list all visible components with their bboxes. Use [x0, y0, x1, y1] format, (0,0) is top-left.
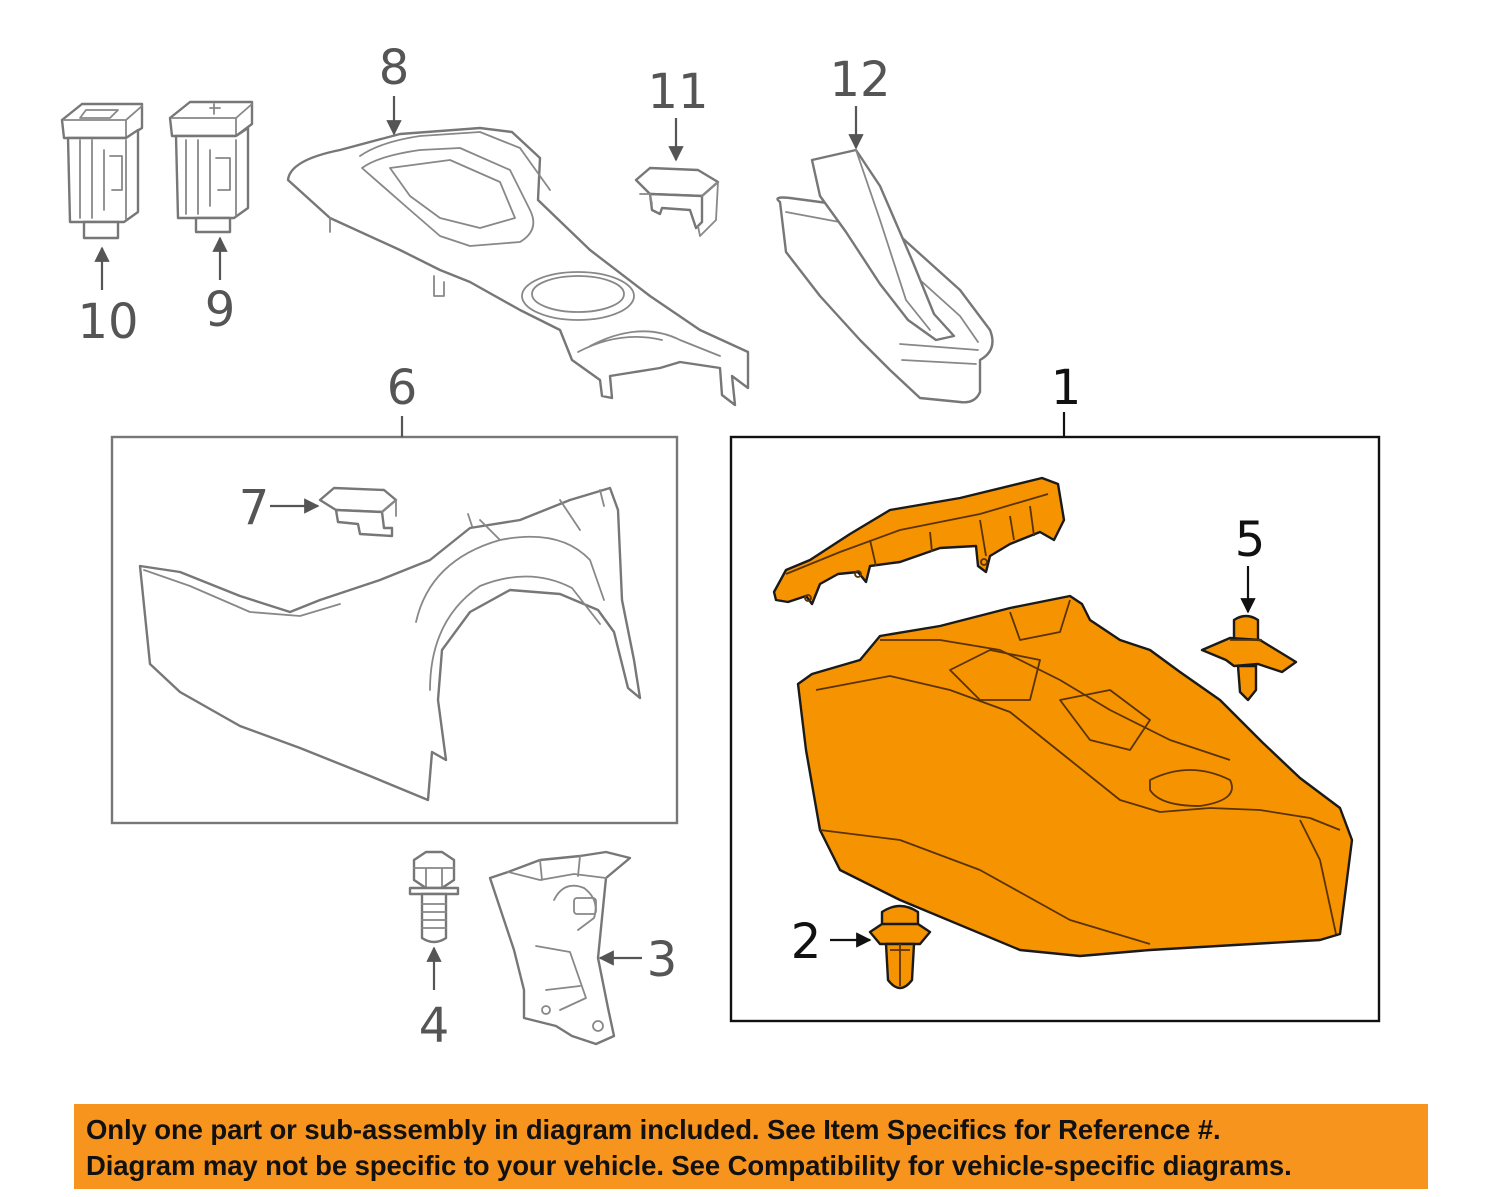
part-2-push-pin: [868, 904, 932, 990]
leader-lines: [94, 96, 1256, 990]
callout-9: 9: [205, 282, 236, 338]
part-4-bolt: [408, 850, 460, 944]
part-10-switch: [60, 102, 144, 240]
disclaimer-line-2: Diagram may not be specific to your vehi…: [86, 1150, 1292, 1181]
disclaimer-line-1: Only one part or sub-assembly in diagram…: [86, 1114, 1221, 1145]
part-5-retainer: [1200, 614, 1298, 702]
part-11-clip: [634, 166, 720, 237]
parts-diagram: 8 11 12 10 9 6 7 4 3 1 5 2: [60, 40, 1381, 1054]
callout-8: 8: [379, 40, 410, 96]
part-1-group-box: [729, 435, 1381, 1023]
disclaimer-banner: Only one part or sub-assembly in diagram…: [74, 1104, 1428, 1189]
part-6-console-shell: [138, 486, 642, 802]
callout-10: 10: [77, 294, 138, 350]
part-8-console-panel: [286, 126, 750, 407]
callout-11: 11: [647, 64, 708, 120]
part-1-upper-rail[interactable]: [772, 476, 1066, 606]
callout-3: 3: [647, 932, 678, 988]
callout-2: 2: [791, 914, 822, 970]
part-9-switch: [168, 100, 254, 234]
callout-7: 7: [239, 480, 270, 536]
callout-12: 12: [829, 52, 890, 108]
callout-6: 6: [387, 360, 418, 416]
part-7-clip: [318, 486, 398, 538]
part-3-bracket: [488, 850, 632, 1046]
part-12-tray: [776, 148, 994, 404]
callout-4: 4: [419, 998, 450, 1054]
callout-5: 5: [1235, 512, 1266, 568]
callout-1: 1: [1051, 360, 1082, 416]
part-1-console-box[interactable]: [796, 594, 1354, 958]
part-6-group-box: [110, 435, 679, 825]
